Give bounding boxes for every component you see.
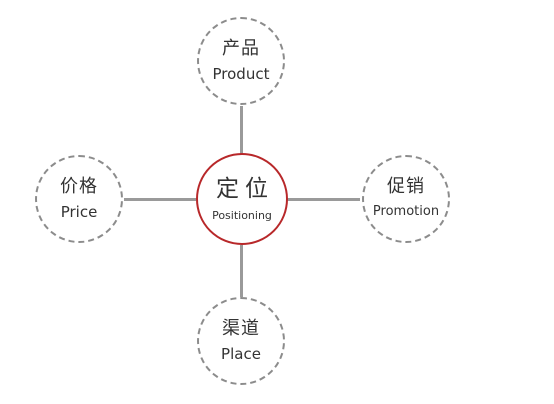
connector-right (286, 198, 360, 201)
node-positioning: 定位 Positioning (196, 153, 288, 245)
node-price: 价格 Price (35, 155, 123, 243)
connector-left (124, 198, 196, 201)
node-place-zh-label: 渠道 (222, 318, 260, 339)
node-product-en-label: Product (212, 65, 270, 83)
node-place: 渠道 Place (197, 297, 285, 385)
node-promotion-zh-label: 促销 (387, 176, 425, 197)
node-positioning-en-label: Positioning (212, 209, 272, 222)
node-price-en-label: Price (60, 203, 98, 221)
node-price-zh-label: 价格 (60, 176, 98, 197)
node-place-en-label: Place (221, 345, 261, 363)
node-product: 产品 Product (197, 17, 285, 105)
connector-top (240, 106, 243, 154)
node-product-zh-label: 产品 (222, 38, 260, 59)
connector-bottom (240, 245, 243, 297)
node-promotion-en-label: Promotion (372, 204, 440, 219)
node-positioning-zh-label: 定位 (216, 176, 274, 202)
node-promotion: 促销 Promotion (362, 155, 450, 243)
